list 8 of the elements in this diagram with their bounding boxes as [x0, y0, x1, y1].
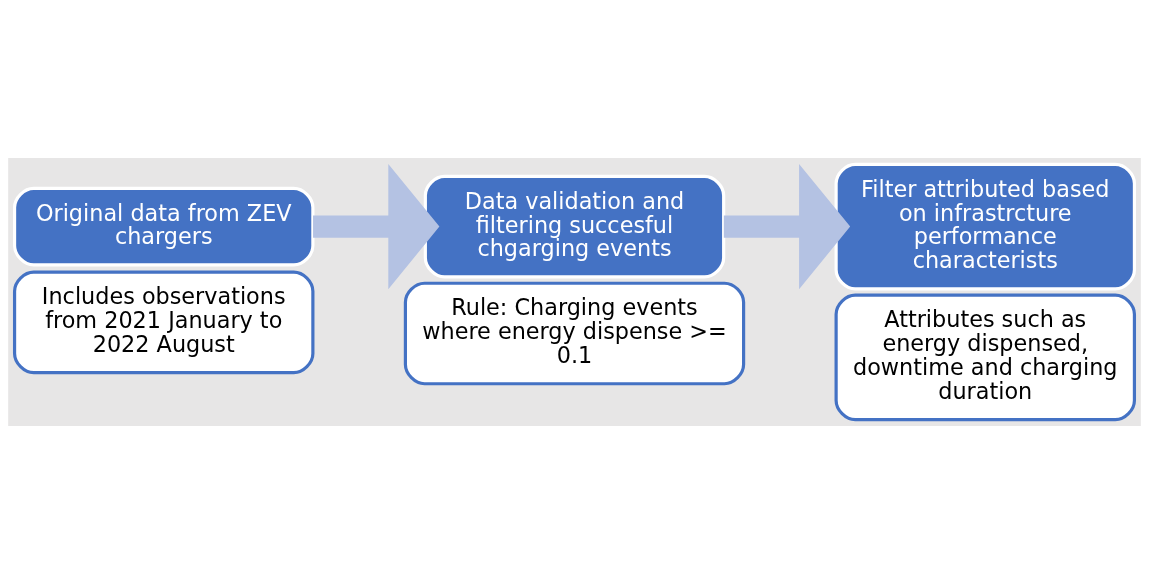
node-box: Attributes such as energy dispensed, downtime and charging duration: [834, 293, 1137, 422]
arrow: [723, 164, 851, 290]
node-box: Original data from ZEV chargers: [12, 186, 315, 267]
node-box: Filter attributed based on infrastrcture performance characterists: [834, 162, 1137, 291]
node-box: Rule: Charging events where energy dispense >= 0.1: [403, 281, 746, 386]
node-box: Includes observations from 2021 January to 2022 August: [12, 270, 315, 375]
node-box: Data validation and filtering succesful chgarging events: [423, 174, 726, 279]
arrow: [313, 164, 440, 290]
